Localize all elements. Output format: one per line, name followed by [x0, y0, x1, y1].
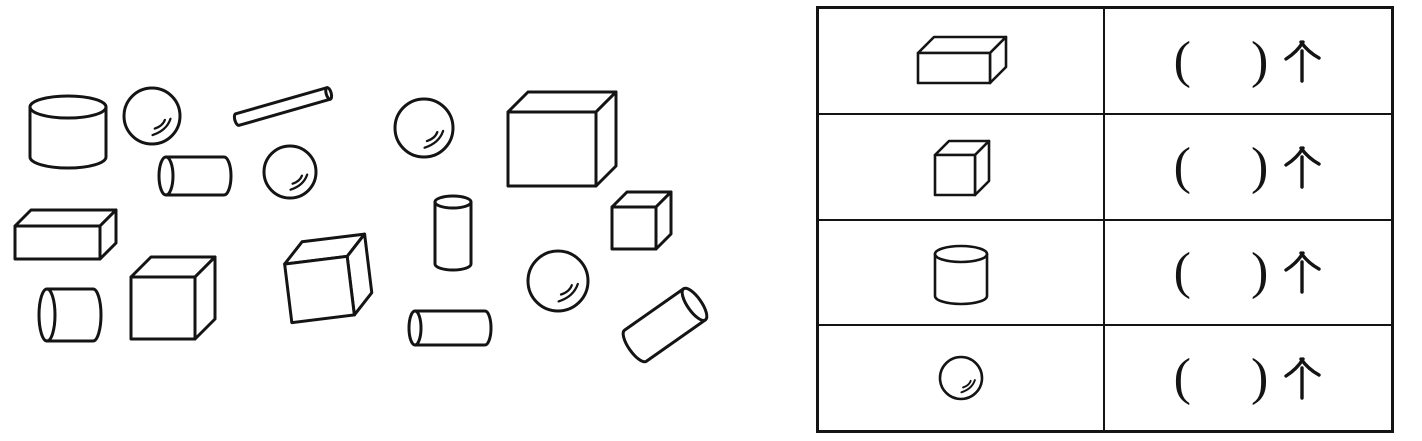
shape-cell-cuboid: [819, 9, 1105, 113]
cube-icon: [506, 90, 618, 188]
unit-ge-glyph: [1282, 355, 1322, 401]
close-paren: ): [1251, 349, 1269, 407]
sphere-icon: [526, 249, 590, 313]
answer-cell-sphere: ( ) 个: [1105, 326, 1391, 430]
cylinder-icon: [157, 155, 233, 197]
answer-blank-cube[interactable]: [1191, 147, 1251, 187]
cylinder-icon: [933, 245, 989, 306]
cylinder-icon: [407, 309, 493, 347]
row-shape-svg: [916, 35, 1008, 85]
unit-ge-glyph: [1282, 249, 1322, 295]
close-paren: ): [1251, 137, 1269, 195]
row-shape-svg: [933, 139, 991, 196]
ge-character-icon: [1284, 40, 1322, 83]
unit-ge-glyph: [1282, 38, 1322, 84]
open-paren: (: [1173, 349, 1191, 407]
cylinder-icon: [28, 94, 108, 170]
ge-character-icon: [1284, 145, 1322, 189]
sphere-icon: [938, 355, 984, 401]
sphere-icon: [393, 97, 455, 159]
close-paren: ): [1251, 243, 1269, 301]
row-shape-svg: [933, 245, 989, 306]
cylinder-icon: [433, 194, 473, 272]
cube-icon: [283, 232, 374, 325]
table-row: ( ) 个: [819, 114, 1391, 221]
answer-table: ( ) 个 ( ): [816, 6, 1394, 433]
ge-character-icon: [1284, 357, 1322, 400]
ge-character-icon: [1284, 251, 1322, 295]
answer-cell-cuboid: ( ) 个: [1105, 9, 1391, 113]
answer-blank-cylinder[interactable]: [1191, 252, 1251, 292]
open-paren: (: [1173, 137, 1191, 195]
cylinder-icon: [232, 86, 334, 127]
cylinder-icon: [621, 286, 709, 364]
unit-ge-glyph: [1282, 144, 1322, 190]
table-row: ( ) 个: [819, 326, 1391, 430]
answer-cell-cube: ( ) 个: [1105, 115, 1391, 219]
sphere-icon: [262, 144, 318, 200]
answer-blank-cuboid[interactable]: [1191, 41, 1251, 81]
shape-cell-sphere: [819, 326, 1105, 430]
shape-cell-cylinder: [819, 220, 1105, 325]
close-paren: ): [1251, 31, 1269, 89]
row-shape-svg: [938, 355, 984, 401]
answer-blank-sphere[interactable]: [1191, 358, 1251, 398]
cube-icon: [933, 139, 991, 196]
answer-cell-cylinder: ( ) 个: [1105, 221, 1391, 325]
table-row: ( ) 个: [819, 220, 1391, 327]
sphere-icon: [122, 86, 182, 146]
cube-icon: [129, 255, 217, 341]
cuboid-icon: [13, 208, 118, 261]
cuboid-icon: [916, 35, 1008, 85]
shape-cell-cube: [819, 114, 1105, 219]
open-paren: (: [1173, 31, 1191, 89]
cube-icon: [610, 190, 673, 251]
shapes-field: [13, 86, 709, 364]
table-row: ( ) 个: [819, 9, 1391, 115]
open-paren: (: [1173, 243, 1191, 301]
cylinder-icon: [37, 287, 103, 343]
